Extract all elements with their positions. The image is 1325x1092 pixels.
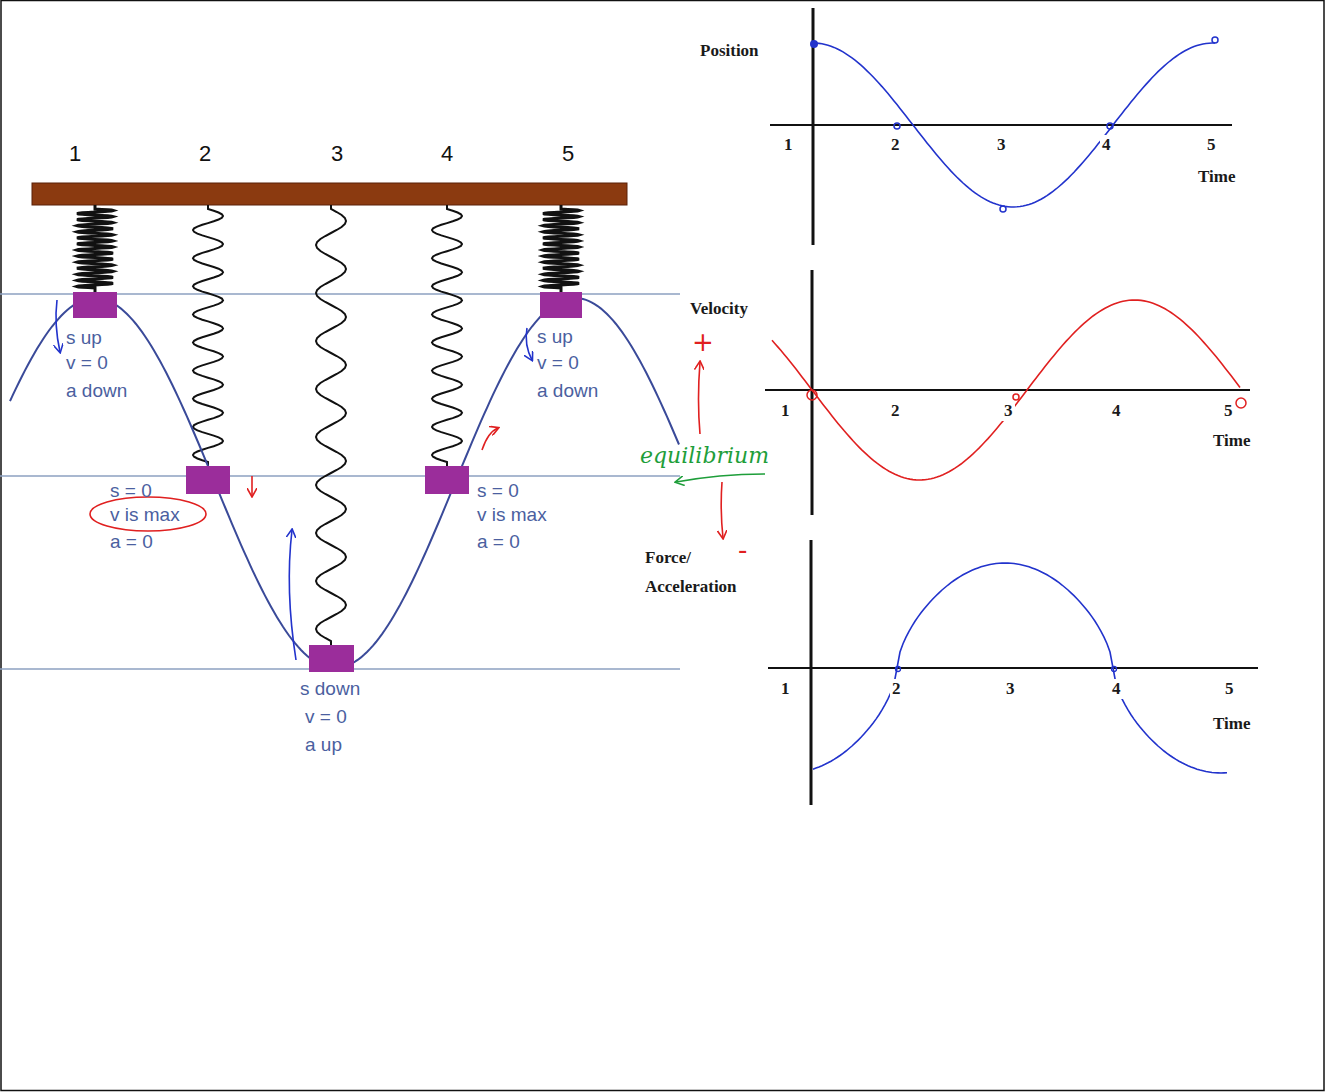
motion-curve [10,298,679,668]
tick-label: 1 [782,135,795,155]
callout-number: 3 [331,141,343,166]
axis-label: Time [1211,431,1252,451]
state-note: s = 0 [110,480,152,502]
tick-label: 3 [995,135,1008,155]
state-note: s up [537,326,573,348]
spring-coil [77,205,113,292]
guide-line [0,475,680,477]
axis-label: Time [1211,714,1252,734]
state-note: a = 0 [110,531,153,553]
curve-dot [896,667,901,672]
tick-label: 2 [889,135,902,155]
state-note: s down [300,678,360,700]
hand-arrow [676,474,765,482]
curve-dot [810,40,818,48]
curve-dot [1000,206,1006,212]
tick-label: 5 [1222,401,1235,421]
tick-label: 2 [890,679,903,699]
mass-block [73,292,117,318]
hand-arrow [56,300,60,352]
state-note: v = 0 [66,352,108,374]
callout-number: 4 [441,141,453,166]
curve-dot [1212,37,1218,43]
tick-label: 4 [1110,401,1123,421]
graph-axis [810,540,813,805]
callout-number: 5 [562,141,574,166]
curve-dot [1112,667,1117,672]
graph-axis [768,667,1258,669]
hand-arrow [251,476,253,496]
mass-block [186,466,230,494]
state-note: a up [305,734,342,756]
state-note: v is max [477,504,547,526]
callout-number: 1 [69,141,81,166]
hand-circle [90,497,206,531]
force-curve [813,563,1227,773]
tick-label: 4 [1100,135,1113,155]
state-note: a down [66,380,127,402]
curve-dot [1107,123,1113,129]
axis-label: Time [1196,167,1237,187]
state-note: a down [537,380,598,402]
tick-label: 3 [1002,401,1015,421]
state-note: s = 0 [477,480,519,502]
tick-label: 2 [889,401,902,421]
mass-block [425,466,469,494]
tick-label: 5 [1223,679,1236,699]
callout-number: 2 [199,141,211,166]
curve-dot [894,123,900,129]
hand-arrow [289,530,296,660]
hand-arrow [699,362,701,434]
hand-note: - [738,536,747,566]
spring-coil [543,205,579,292]
curve-dot [1013,394,1019,400]
springs [77,205,579,645]
velocity-curve [772,300,1240,480]
ceiling-bar [32,183,627,205]
hand-note: + [692,328,714,358]
tick-label: 4 [1110,679,1123,699]
mass-block [540,292,582,318]
tick-label: 3 [1004,679,1017,699]
state-note: v = 0 [305,706,347,728]
spring-coil [432,205,462,466]
hand-arrow [526,328,532,360]
state-note: v is max [110,504,180,526]
tick-label: 1 [779,679,792,699]
hand-arrow [721,482,723,538]
state-note: a = 0 [477,531,520,553]
curve-dot [1236,398,1246,408]
spring-coil [193,205,223,466]
position-curve [813,43,1215,207]
state-note: s up [66,327,102,349]
graph-axis [765,389,1250,391]
graph-axis [770,124,1232,126]
state-note: v = 0 [537,352,579,374]
tick-label: 5 [1205,135,1218,155]
curve-dot [807,390,817,400]
mass-block [309,645,354,672]
spring-coil [316,205,346,645]
graph-title: Position [698,41,761,61]
hand-arrow [482,428,498,450]
graph-title: Velocity [688,299,750,319]
tick-label: 1 [779,401,792,421]
hand-note: equilibrium [640,443,769,468]
